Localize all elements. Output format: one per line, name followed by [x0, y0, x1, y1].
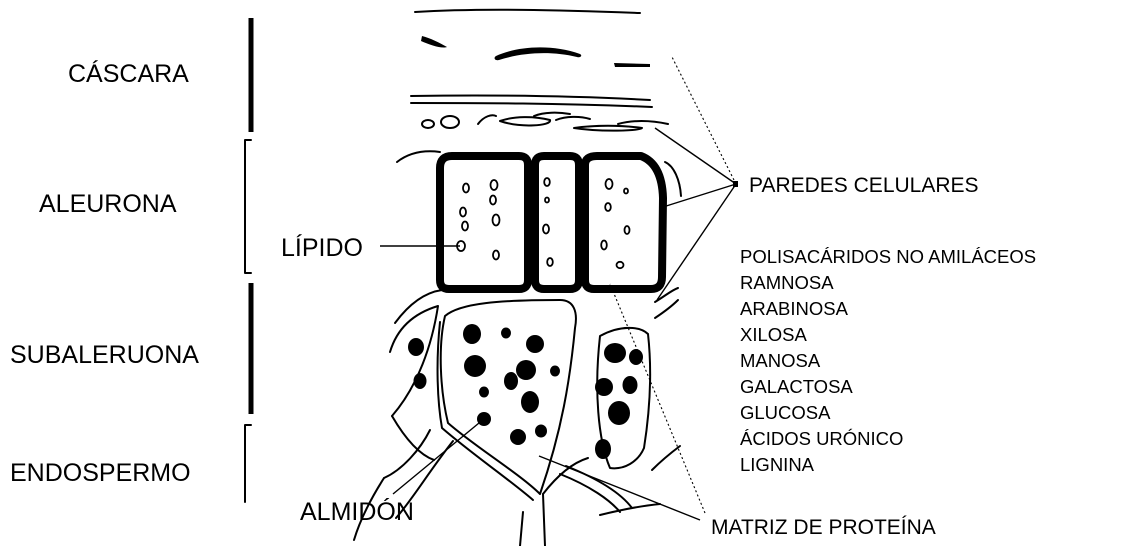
label-cascara: CÁSCARA: [68, 59, 189, 88]
polysaccharide-item: ARABINOSA: [740, 298, 849, 319]
label-aleurona: ALEURONA: [39, 190, 177, 218]
aleurone-cell-right: [585, 156, 663, 289]
thin-cells-row: [422, 113, 668, 131]
aleurone-cell-left: [440, 156, 528, 289]
endospermo-bracket: [245, 425, 251, 502]
polysaccharide-list: POLISACÁRIDOS NO AMILÁCEOS RAMNOSA ARABI…: [740, 246, 1036, 475]
paredes-leader-arrowhead: [733, 181, 738, 187]
polysaccharide-item: RAMNOSA: [740, 272, 834, 293]
label-matriz-proteina: MATRIZ DE PROTEÍNA: [711, 516, 936, 539]
polysaccharide-item: POLISACÁRIDOS NO AMILÁCEOS: [740, 246, 1036, 267]
lipid-droplets: [457, 178, 630, 268]
label-endospermo: ENDOSPERMO: [10, 459, 191, 487]
layer-brackets: [245, 18, 251, 502]
aleurona-bracket: [245, 140, 251, 273]
polysaccharide-item: ÁCIDOS URÓNICO: [740, 428, 903, 449]
matriz-leader-2: [610, 284, 705, 513]
paredes-leader-4: [657, 184, 736, 300]
label-subaleurona: SUBALERUONA: [10, 341, 199, 369]
label-paredes-celulares: PAREDES CELULARES: [749, 174, 979, 197]
label-lipido: LÍPIDO: [281, 233, 363, 262]
polysaccharide-item: MANOSA: [740, 350, 821, 371]
aleurone-cell-middle: [535, 156, 579, 289]
polysaccharide-item: GALACTOSA: [740, 376, 853, 397]
paredes-leader-1: [672, 57, 736, 184]
polysaccharide-item: GLUCOSA: [740, 402, 831, 423]
almidon-leader: [393, 423, 479, 494]
polysaccharide-item: XILOSA: [740, 324, 807, 345]
husk-layer: [411, 10, 652, 107]
paredes-leader-2: [655, 128, 736, 184]
polysaccharide-item: LIGNINA: [740, 454, 815, 475]
paredes-leader-3: [663, 184, 736, 207]
label-almidon: ALMIDÓN: [300, 497, 414, 526]
aleurone-cells: [440, 156, 663, 289]
